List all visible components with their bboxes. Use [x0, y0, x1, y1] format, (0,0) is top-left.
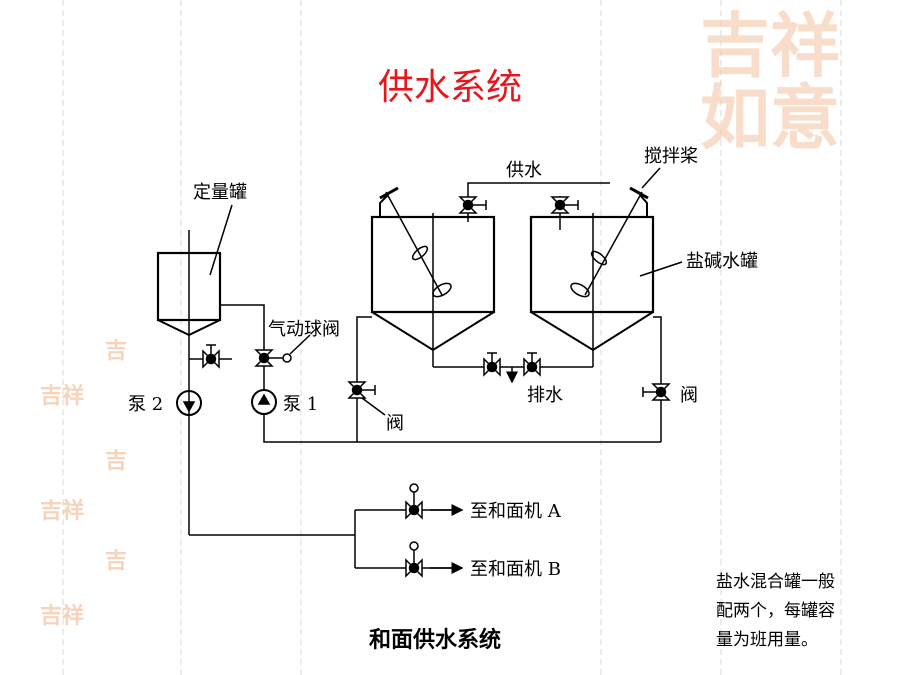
stamp-logo: 吉祥 [40, 498, 85, 524]
leader-line [641, 167, 661, 189]
label-pump2: 泵 2 [128, 394, 163, 415]
diagram-caption: 和面供水系统 [368, 627, 501, 653]
stamp-logo: 吉 [105, 448, 128, 474]
pipe [263, 414, 661, 443]
pipe [653, 316, 662, 442]
stamp-logo: 吉 [105, 338, 128, 364]
background-dash [840, 0, 842, 675]
label-to-mixer-b: 至和面机 B [470, 559, 561, 580]
label-dosing-tank: 定量罐 [193, 182, 247, 203]
note-line: 配两个，每罐容 [716, 601, 835, 621]
leader-line [361, 397, 386, 416]
label-pump1: 泵 1 [283, 394, 318, 415]
background-dash [180, 0, 182, 675]
valve-icon [483, 352, 501, 376]
leader-line [289, 334, 311, 355]
dosing-tank [156, 204, 233, 535]
label-drain: 排水 [527, 385, 563, 406]
label-brine-tank: 盐碱水罐 [686, 251, 758, 272]
pump2-icon [176, 390, 202, 416]
background-dash [300, 0, 302, 675]
brine-tank-left [370, 186, 496, 367]
stamp-logo: 吉祥 [40, 383, 85, 409]
note-line: 量为班用量。 [716, 630, 818, 650]
valve-icon [523, 352, 541, 376]
label-valve-left: 阀 [386, 413, 404, 434]
stamp-logo: 吉祥 [40, 603, 85, 629]
note-line: 盐水混合罐一般 [716, 572, 835, 592]
label-agitator: 搅拌桨 [644, 146, 698, 167]
stamp-logo: 吉 [105, 548, 128, 574]
pipe [189, 509, 460, 569]
valve-icon [459, 196, 487, 214]
side-note: 盐水混合罐一般 配两个，每罐容 量为班用量。 [716, 568, 886, 655]
background-dash [62, 0, 64, 675]
label-to-mixer-a: 至和面机 A [470, 501, 562, 522]
label-valve-right: 阀 [680, 385, 698, 406]
stamp-logo: 吉祥如意 [700, 4, 840, 159]
valve-icon [348, 381, 376, 399]
valve-icon [551, 196, 579, 214]
brine-tank-right [529, 186, 683, 367]
pipe [356, 316, 372, 442]
pneumatic-ball-valve-icon [255, 349, 292, 367]
pipe [220, 304, 265, 390]
background-dash [600, 0, 602, 675]
background-dash [720, 0, 722, 675]
valve-icon [405, 483, 423, 519]
slide-title: 供水系统 [377, 67, 522, 108]
valve-icon [642, 383, 670, 401]
label-pneumatic-ball-valve: 气动球阀 [268, 319, 340, 340]
valve-icon [202, 344, 220, 368]
label-water-supply: 供水 [506, 160, 542, 181]
valve-icon [405, 541, 423, 577]
pump1-icon [251, 389, 277, 415]
